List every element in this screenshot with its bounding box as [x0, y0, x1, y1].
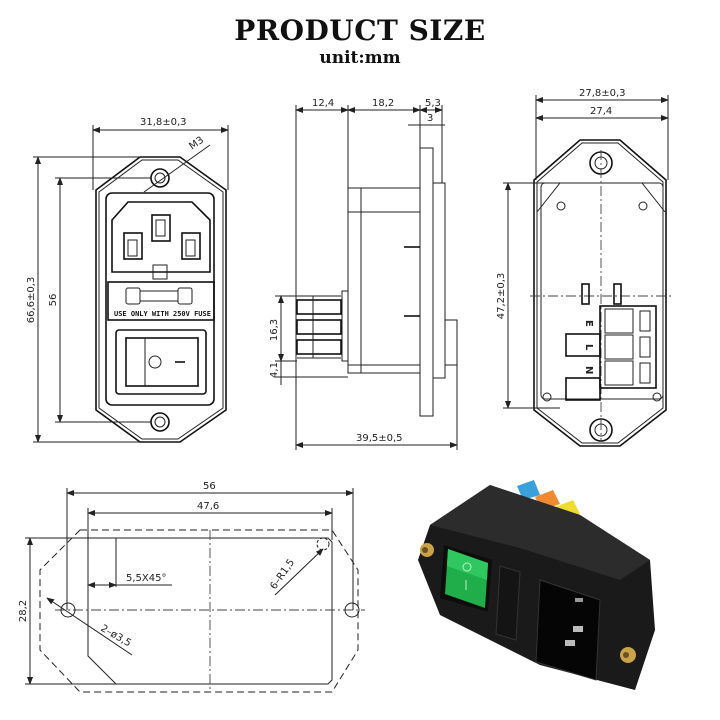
- cutout-view: 56 47,6 28,2 5,5X45° 6–R1,5 2–ø3,5: [18, 481, 365, 693]
- rear-inner-width-dim: 27,4: [590, 106, 612, 117]
- side-dim-b: 18,2: [372, 98, 394, 109]
- product-photo: [418, 480, 655, 690]
- hole-spacing-dim: 56: [48, 294, 59, 307]
- chamfer-dim: 5,5X45°: [126, 573, 166, 584]
- side-dim-c: 5,3: [425, 98, 441, 109]
- rear-outer-width-dim: 27,8±0,3: [579, 88, 626, 99]
- side-view: 12,4 18,2 5,3 3 16,3 4,1 39,5±0,5: [269, 98, 458, 450]
- unit-label: unit:mm: [319, 48, 401, 68]
- front-view: USE ONLY WITH 250V FUSE 31,8±0,3 66,6±0,…: [26, 117, 229, 443]
- total-length-dim: 39,5±0,5: [356, 433, 403, 444]
- front-height-dim: 66,6±0,3: [26, 277, 37, 324]
- terminal-height-dim: 16,3: [269, 319, 280, 341]
- terminal-offset-dim: 4,1: [269, 362, 280, 378]
- corner-radius-dim: 6–R1,5: [268, 557, 297, 591]
- cutout-width-dim: 47,6: [197, 501, 219, 512]
- fuse-warning-text: USE ONLY WITH 250V FUSE: [114, 310, 211, 318]
- terminal-label-e: E: [583, 320, 594, 327]
- side-dim-a: 12,4: [312, 98, 334, 109]
- terminal-label-l: L: [583, 344, 594, 351]
- front-width-dim: 31,8±0,3: [140, 117, 187, 128]
- side-dim-d: 3: [427, 113, 433, 124]
- cutout-height-dim: 28,2: [18, 600, 29, 622]
- cutout-hole-spacing-dim: 56: [203, 481, 216, 492]
- rear-height-dim: 47,2±0,3: [496, 273, 507, 320]
- page-title: PRODUCT SIZE: [234, 14, 486, 47]
- terminal-label-n: N: [583, 366, 594, 374]
- rear-view: E L N 27,8±0,3 27,4 47,2±0,3: [496, 88, 672, 447]
